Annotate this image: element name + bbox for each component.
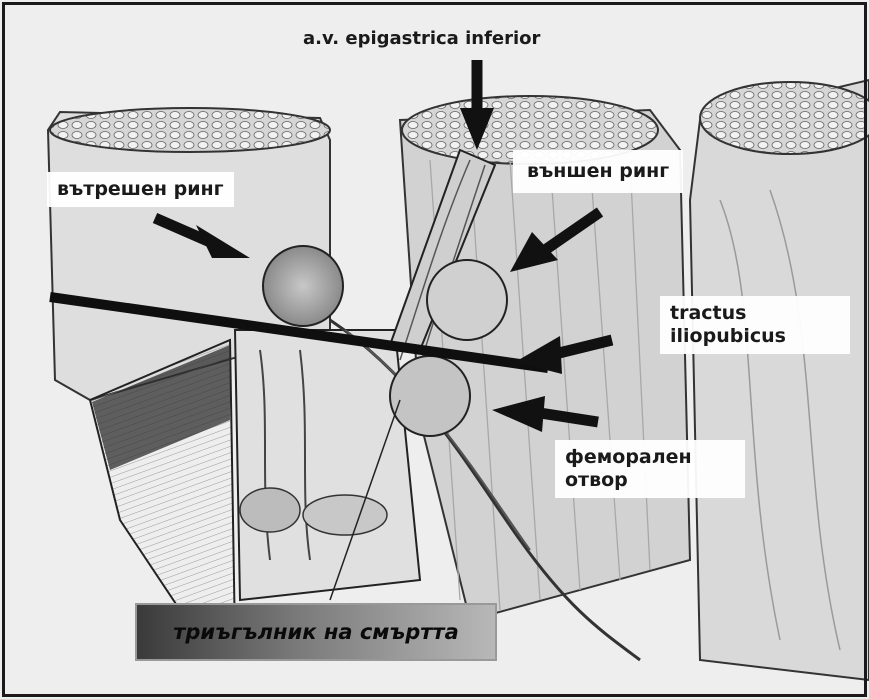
label-triangle-of-doom: триъгълник на смъртта (135, 603, 497, 661)
label-tractus-line2: iliopubicus (670, 325, 840, 348)
label-epigastric-vessel: a.v. epigastrica inferior (303, 28, 540, 50)
label-tractus-iliopubicus: tractus iliopubicus (660, 296, 850, 354)
label-tractus-line1: tractus (670, 302, 840, 325)
label-femoral-opening: феморален отвор (555, 440, 745, 498)
label-femoral-line2: отвор (565, 469, 735, 492)
label-femoral-line1: феморален (565, 446, 735, 469)
label-internal-ring: вътрешен ринг (47, 172, 234, 207)
label-external-ring: външен ринг (513, 150, 683, 193)
